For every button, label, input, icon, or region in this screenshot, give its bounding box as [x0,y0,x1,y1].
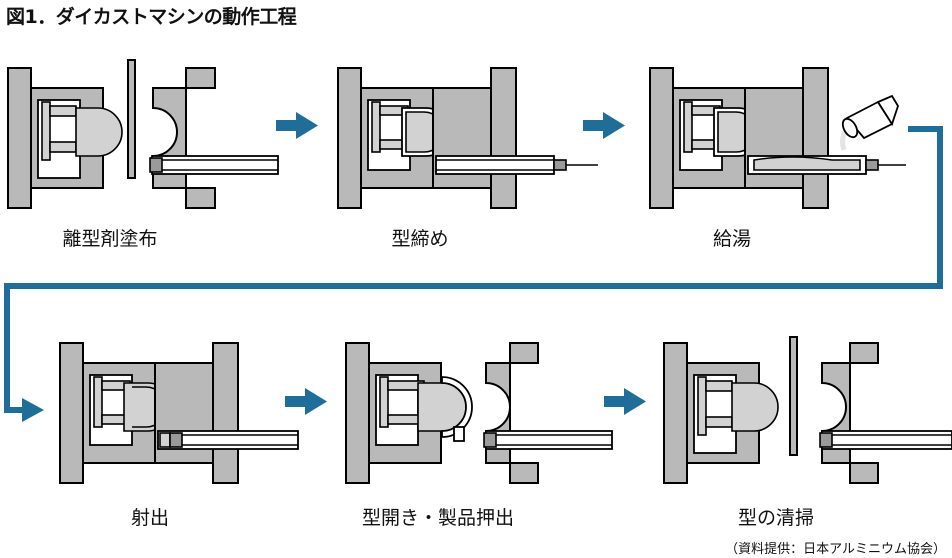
figure-title: 図1．ダイカストマシンの動作工程 [6,6,297,28]
stage-label-pouring: 給湯 [712,228,751,250]
stage-diagram-mold-cleaning [663,336,952,484]
stage-label-release-agent: 離型剤塗布 [62,228,158,250]
stage-diagram-pouring [649,67,906,209]
step-arrow-4 [604,388,646,415]
stage-label-injection: 射出 [130,507,169,529]
stage-diagram-mold-clamping [337,67,598,209]
step-arrow-3 [285,388,327,415]
stage-diagram-injection [59,342,299,484]
stage-diagram-release-agent [7,59,279,209]
source-credit: （資料提供：日本アルミニウム協会） [725,542,946,557]
stage-label-mold-cleaning: 型の清掃 [737,507,814,529]
return-connector-arrow [4,126,943,413]
stage-label-mold-clamping: 型締め [391,228,449,250]
stage-label-mold-open-eject: 型開き・製品押出 [361,507,514,529]
step-arrow-2 [583,112,625,139]
step-arrow-1 [276,112,318,139]
return-arrow-head [22,398,44,422]
stage-diagram-mold-open-eject [345,342,613,484]
